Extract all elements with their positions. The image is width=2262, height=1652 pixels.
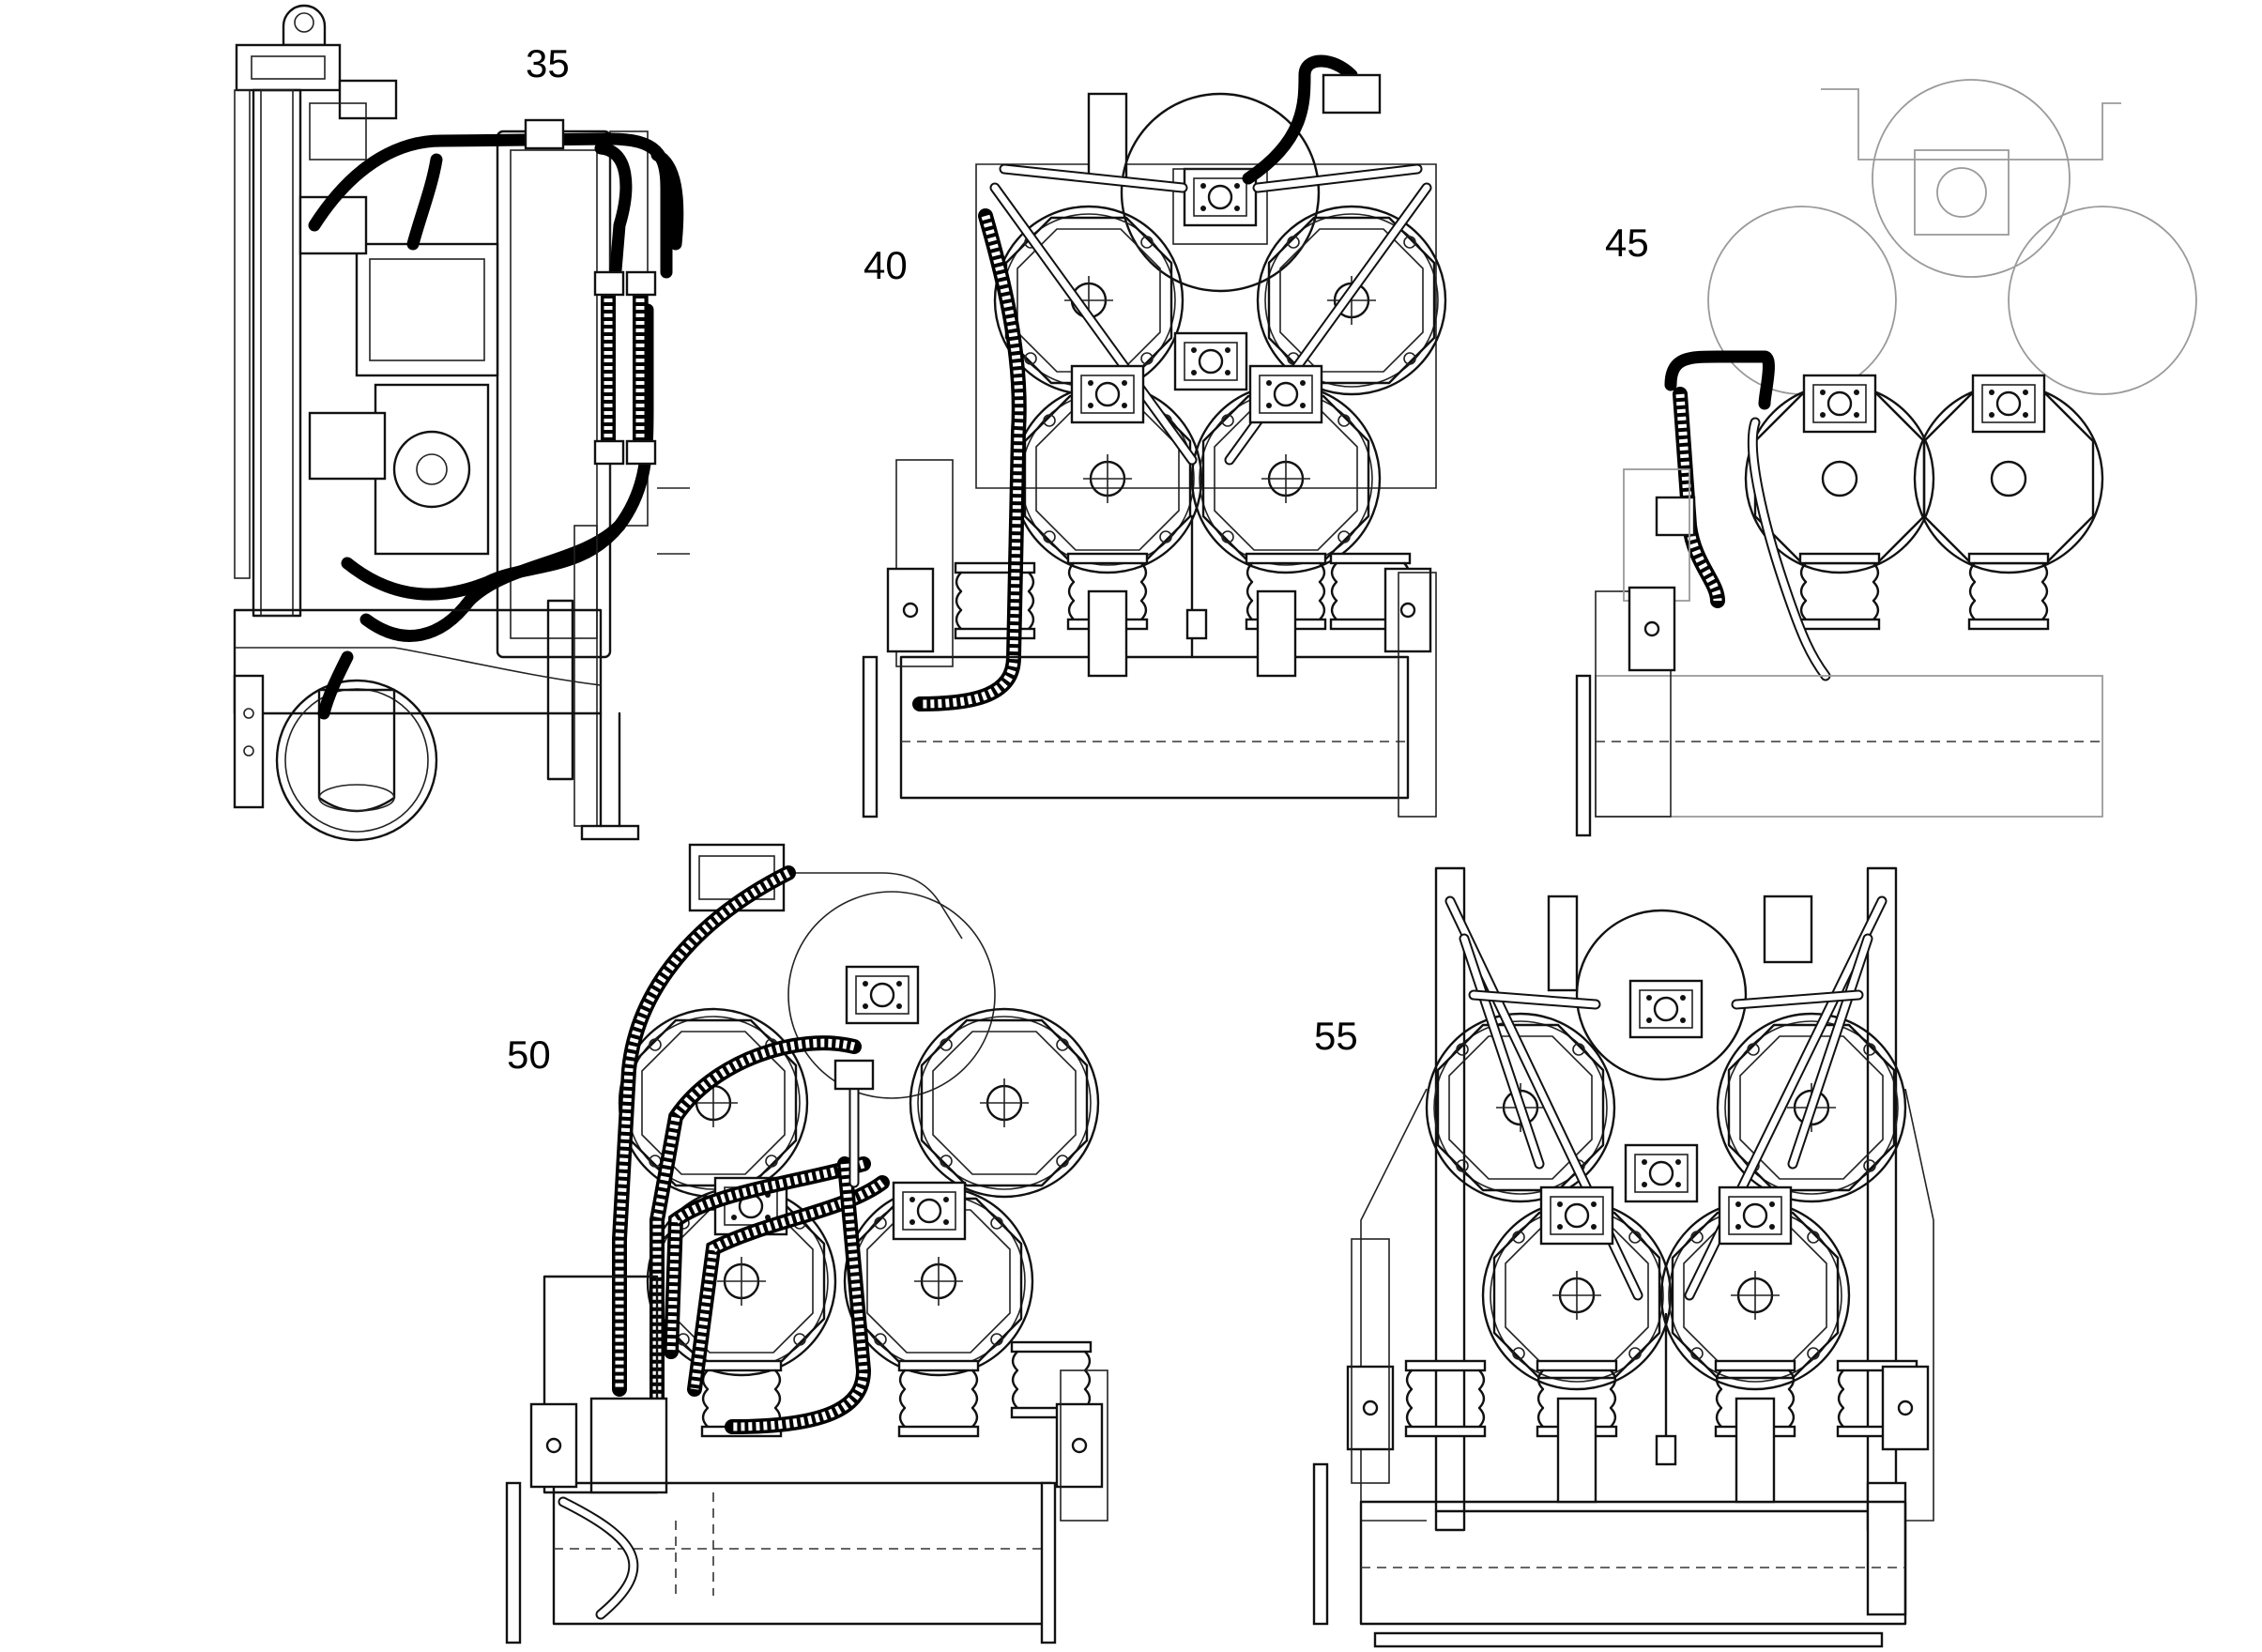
view-label-55: 55 bbox=[1314, 1014, 1358, 1058]
view-50-drawing bbox=[505, 843, 1108, 1644]
view-label-45: 45 bbox=[1605, 221, 1649, 265]
view-45-drawing bbox=[1575, 79, 2197, 837]
view-35-drawing bbox=[233, 4, 690, 842]
view-label-40: 40 bbox=[864, 243, 908, 287]
view-label-50: 50 bbox=[507, 1032, 551, 1077]
view-label-35: 35 bbox=[526, 41, 570, 85]
view-40-drawing bbox=[862, 54, 1447, 818]
view-55-drawing bbox=[1312, 866, 1934, 1648]
